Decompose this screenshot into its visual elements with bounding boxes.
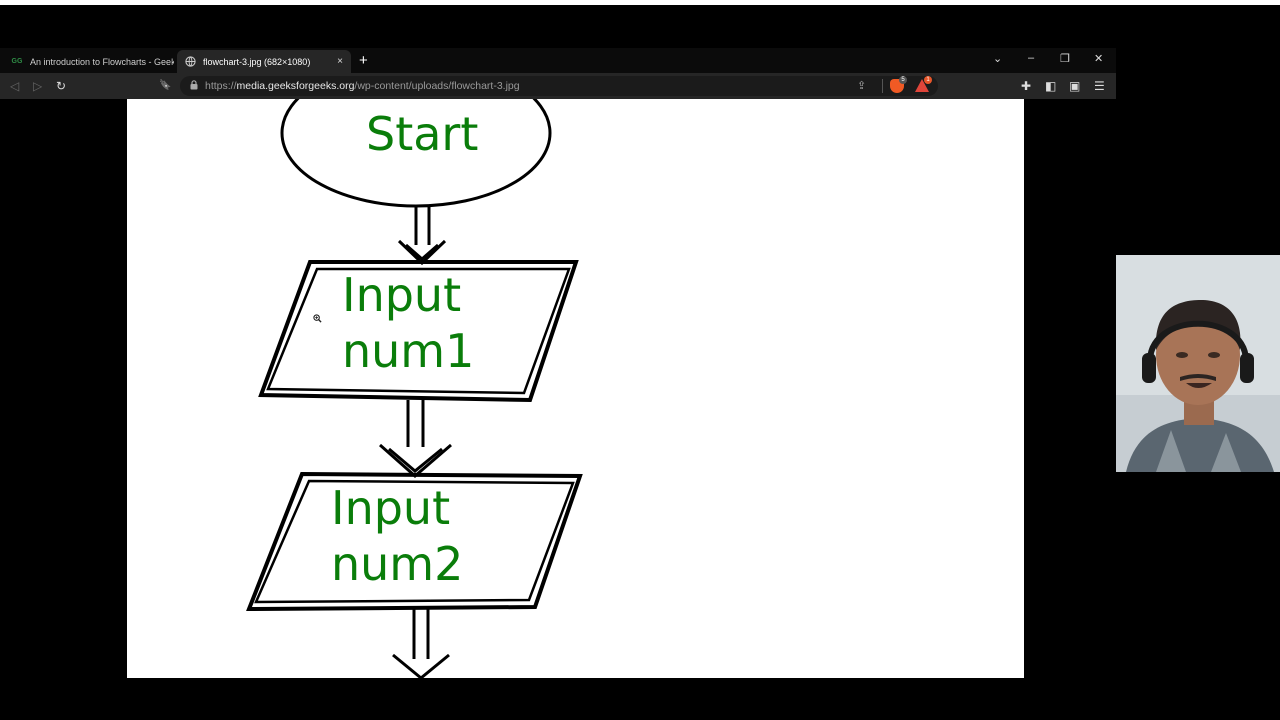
start-label: Start — [366, 107, 479, 161]
reload-icon[interactable]: ↻ — [56, 79, 67, 93]
input-num2-label-line1: Input — [331, 481, 451, 535]
arrow-1 — [397, 206, 447, 266]
tab-title: An introduction to Flowcharts - Geeksfor… — [30, 56, 174, 67]
minimize-button[interactable]: – — [1028, 52, 1035, 64]
url-text[interactable]: https://media.geeksforgeeks.org/wp-conte… — [205, 80, 520, 92]
lock-icon — [190, 80, 198, 92]
wallet-icon[interactable]: ▣ — [1069, 79, 1081, 93]
globe-icon — [183, 55, 197, 69]
new-tab-button[interactable]: + — [359, 52, 368, 69]
webcam-overlay — [1116, 255, 1280, 472]
menu-icon[interactable]: ☰ — [1094, 79, 1105, 93]
arrow-3 — [392, 609, 450, 678]
tab-close-icon[interactable]: × — [337, 56, 343, 67]
back-icon[interactable]: ◁ — [10, 79, 20, 93]
page-viewport: Start Input num1 Input num2 — [0, 99, 1116, 678]
shield-count-badge: 5 — [899, 76, 907, 84]
input-num1-label-line2: num1 — [342, 324, 475, 378]
input-num1-label-line1: Input — [342, 268, 462, 322]
bookmark-icon[interactable]: 🔖 — [159, 80, 172, 91]
top-strip — [0, 0, 1280, 5]
url-host: media.geeksforgeeks.org — [236, 80, 355, 92]
rewards-badge: 1 — [924, 76, 932, 84]
restore-button[interactable]: ❐ — [1060, 53, 1070, 65]
url-path: /wp-content/uploads/flowchart-3.jpg — [354, 80, 520, 92]
browser-window: GG An introduction to Flowcharts - Geeks… — [0, 48, 1116, 678]
browser-toolbar: ◁ ▷ ↻ 🔖 https://media.geeksforgeeks.org/… — [0, 73, 1116, 99]
tab-geeksforgeeks[interactable]: GG An introduction to Flowcharts - Geeks… — [4, 50, 174, 73]
divider — [882, 79, 883, 93]
close-window-button[interactable]: ✕ — [1094, 53, 1104, 65]
flowchart-image: Start Input num1 Input num2 — [127, 99, 1024, 678]
arrow-2 — [379, 400, 452, 478]
input-num2-label-line2: num2 — [331, 537, 464, 591]
flowchart-drawing — [246, 99, 583, 678]
tab-flowchart-image[interactable]: flowchart-3.jpg (682×1080) × — [177, 50, 351, 73]
forward-icon[interactable]: ▷ — [33, 79, 43, 93]
input-num2-shape — [246, 471, 583, 612]
address-bar[interactable]: https://media.geeksforgeeks.org/wp-conte… — [180, 76, 938, 96]
tab-bar: GG An introduction to Flowcharts - Geeks… — [0, 48, 1116, 73]
share-icon[interactable]: ⇪ — [857, 80, 867, 92]
presenter-video-frame — [1116, 255, 1280, 472]
tab-title: flowchart-3.jpg (682×1080) — [203, 56, 311, 67]
input-num1-shape — [258, 260, 579, 403]
extensions-icon[interactable]: ✚ — [1021, 79, 1032, 93]
sidebar-icon[interactable]: ◧ — [1045, 79, 1057, 93]
gfg-icon: GG — [11, 58, 23, 65]
url-scheme: https:// — [205, 80, 237, 92]
tab-search-chevron-icon[interactable]: ⌄ — [993, 53, 1003, 65]
